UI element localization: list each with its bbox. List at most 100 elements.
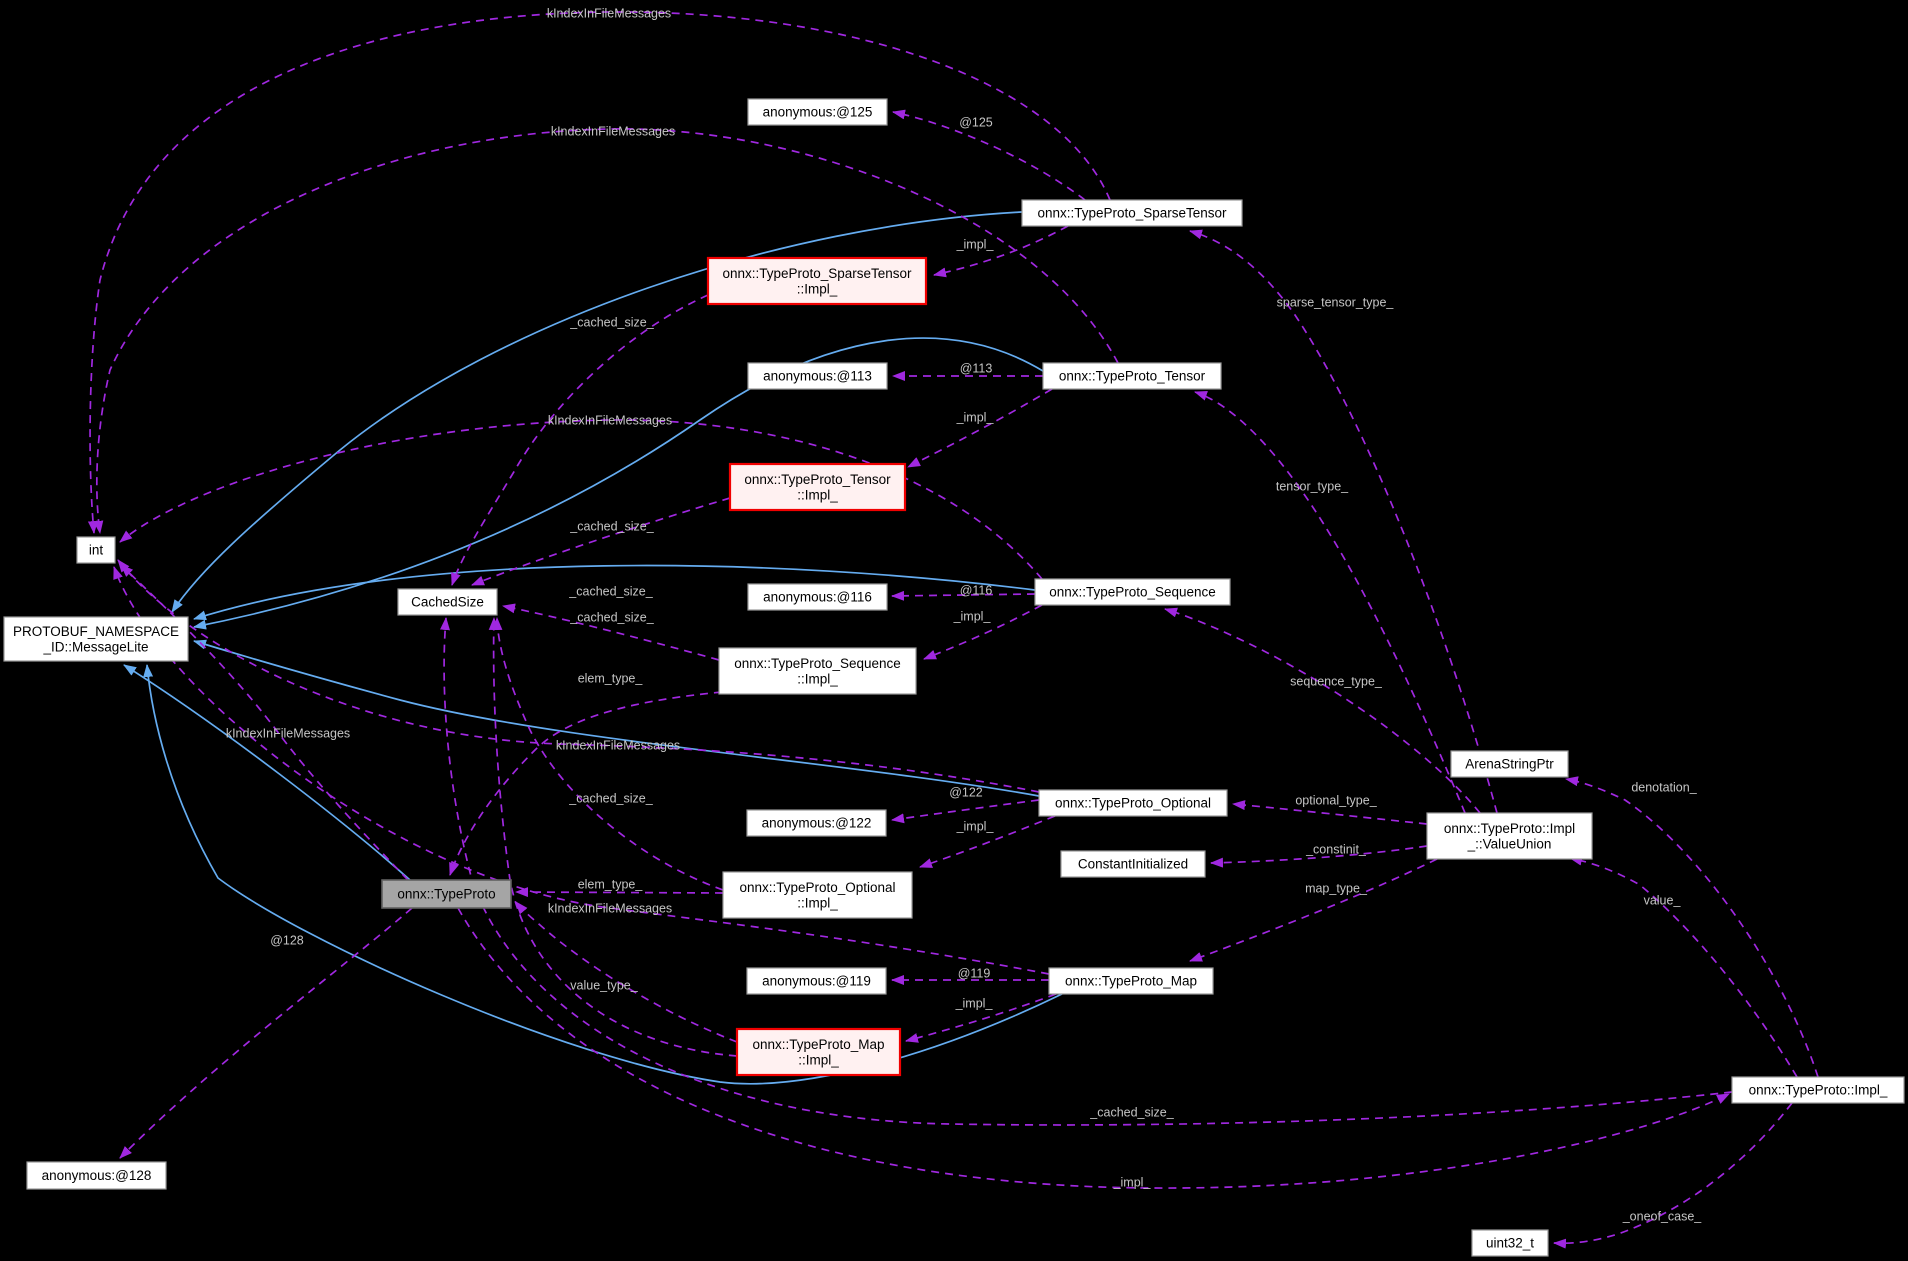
node-label: onnx::TypeProto_Optional bbox=[739, 880, 895, 895]
node-label: anonymous:@122 bbox=[762, 816, 872, 831]
node-label: onnx::TypeProto_Optional bbox=[1055, 796, 1211, 811]
node-messageLite[interactable]: PROTOBUF_NAMESPACE_ID::MessageLite bbox=[3, 616, 189, 662]
node-box bbox=[735, 1027, 902, 1077]
node-box bbox=[1038, 789, 1228, 817]
node-label: anonymous:@116 bbox=[763, 590, 872, 605]
edge-typeProto-int: kIndexInFileMessages bbox=[120, 564, 409, 881]
edge-label: map_type_ bbox=[1305, 882, 1368, 896]
edge-seqImpl-cachedSize: _cached_size_ bbox=[502, 585, 720, 661]
node-anon128[interactable]: anonymous:@128 bbox=[26, 1161, 167, 1190]
usage-edge-line bbox=[492, 617, 724, 891]
node-label: ::Impl_ bbox=[797, 281, 838, 296]
edge-optional-anon122: @122 bbox=[891, 786, 1040, 824]
edge-label: denotation_ bbox=[1631, 781, 1697, 795]
node-anon113[interactable]: anonymous:@113 bbox=[747, 362, 888, 390]
node-box bbox=[747, 98, 888, 126]
inheritance-edge-line bbox=[171, 211, 1023, 613]
node-label: _ID::MessageLite bbox=[42, 639, 148, 654]
edge-sequence-anon116: @116 bbox=[891, 584, 1036, 601]
node-tpImpl[interactable]: onnx::TypeProto::Impl_ bbox=[1731, 1076, 1905, 1104]
node-int[interactable]: int bbox=[76, 536, 116, 564]
node-seqImpl[interactable]: onnx::TypeProto_Sequence::Impl_ bbox=[718, 647, 917, 695]
edge-map-int: kIndexInFileMessages bbox=[113, 566, 1050, 975]
edge-label: elem_type_ bbox=[578, 878, 644, 892]
node-box bbox=[1731, 1076, 1905, 1104]
node-tensorImpl[interactable]: onnx::TypeProto_Tensor::Impl_ bbox=[728, 462, 907, 512]
node-anon125[interactable]: anonymous:@125 bbox=[747, 98, 888, 126]
edge-optional-int: kIndexInFileMessages bbox=[117, 559, 1040, 793]
edge-map-anon119: @119 bbox=[891, 967, 1049, 985]
usage-edge-line bbox=[919, 815, 1056, 868]
edge-label: elem_type_ bbox=[578, 672, 644, 686]
node-tensor[interactable]: onnx::TypeProto_Tensor bbox=[1042, 362, 1222, 390]
node-label: int bbox=[89, 543, 104, 558]
edge-optImpl-cachedSize: _cached_size_ bbox=[492, 617, 724, 891]
usage-edge-line bbox=[457, 907, 1730, 1189]
node-optImpl[interactable]: onnx::TypeProto_Optional::Impl_ bbox=[722, 871, 913, 919]
node-box bbox=[1471, 1229, 1549, 1257]
node-cachedSize[interactable]: CachedSize bbox=[397, 588, 498, 616]
edge-typeProto-tpImpl: _impl_ bbox=[457, 907, 1730, 1190]
node-constInit[interactable]: ConstantInitialized bbox=[1060, 850, 1206, 878]
edge-sparse-int: kIndexInFileMessages bbox=[87, 7, 1111, 534]
edge-label: kIndexInFileMessages bbox=[548, 902, 672, 916]
node-label: anonymous:@113 bbox=[763, 369, 872, 384]
node-anon119[interactable]: anonymous:@119 bbox=[746, 967, 887, 995]
node-valueUnion[interactable]: onnx::TypeProto::Impl_::ValueUnion bbox=[1426, 812, 1593, 860]
node-sequence[interactable]: onnx::TypeProto_Sequence bbox=[1034, 578, 1231, 606]
edge-label: _cached_size_ bbox=[569, 316, 654, 330]
edge-optImpl-typeProto: elem_type_ bbox=[515, 878, 724, 898]
edge-label: _cached_size_ bbox=[1089, 1106, 1174, 1120]
edge-label: kIndexInFileMessages bbox=[551, 125, 675, 139]
node-layer: anonymous:@125onnx::TypeProto_SparseTens… bbox=[3, 98, 1905, 1257]
usage-edge-line bbox=[891, 799, 1040, 824]
edge-label: _impl_ bbox=[956, 238, 995, 252]
edge-tpImpl-uint32: _oneof_case_ bbox=[1553, 1102, 1793, 1249]
node-label: onnx::TypeProto_Tensor bbox=[744, 472, 891, 487]
node-sparseImpl[interactable]: onnx::TypeProto_SparseTensor::Impl_ bbox=[706, 256, 928, 306]
edge-label: _cached_size_ bbox=[568, 792, 653, 806]
node-box bbox=[1048, 967, 1214, 995]
edge-label: @122 bbox=[949, 786, 983, 800]
edge-valueUnion-optional: optional_type_ bbox=[1232, 794, 1428, 825]
usage-edge-line bbox=[471, 497, 731, 586]
edge-label: _cached_size_ bbox=[569, 611, 654, 625]
usage-edge-line bbox=[515, 901, 738, 1043]
node-box bbox=[26, 1161, 167, 1190]
node-box bbox=[76, 536, 116, 564]
node-label: ::Impl_ bbox=[797, 895, 838, 910]
node-sparse[interactable]: onnx::TypeProto_SparseTensor bbox=[1021, 199, 1243, 227]
node-label: onnx::TypeProto::Impl_ bbox=[1749, 1083, 1888, 1098]
edge-optional-messageLite bbox=[193, 639, 1040, 797]
edge-label: _oneof_case_ bbox=[1622, 1210, 1703, 1224]
edge-tpImpl-valueUnion: value_ bbox=[1569, 855, 1798, 1078]
node-arenaStr[interactable]: ArenaStringPtr bbox=[1450, 750, 1569, 778]
node-box bbox=[747, 583, 888, 611]
node-mapImpl[interactable]: onnx::TypeProto_Map::Impl_ bbox=[735, 1027, 902, 1077]
edge-layer: @125kIndexInFileMessages_impl__cached_si… bbox=[87, 7, 1819, 1249]
node-uint32[interactable]: uint32_t bbox=[1471, 1229, 1549, 1257]
node-label: onnx::TypeProto_Tensor bbox=[1059, 369, 1206, 384]
usage-edge-line bbox=[451, 294, 709, 586]
node-label: anonymous:@119 bbox=[762, 974, 871, 989]
node-typeProto[interactable]: onnx::TypeProto bbox=[381, 879, 512, 909]
edge-tensor-int: kIndexInFileMessages bbox=[93, 125, 1119, 534]
node-anon116[interactable]: anonymous:@116 bbox=[747, 583, 888, 611]
node-optional[interactable]: onnx::TypeProto_Optional bbox=[1038, 789, 1228, 817]
edge-label: kIndexInFileMessages bbox=[547, 7, 671, 21]
node-label: ::Impl_ bbox=[798, 1052, 839, 1067]
node-label: onnx::TypeProto_Sequence bbox=[1049, 585, 1216, 600]
node-label: uint32_t bbox=[1486, 1236, 1534, 1251]
edge-label: value_ bbox=[1644, 894, 1682, 908]
node-label: onnx::TypeProto_Sequence bbox=[734, 656, 901, 671]
edge-mapImpl-typeProto: value_type_ bbox=[515, 901, 738, 1043]
edge-tensorImpl-cachedSize: _cached_size_ bbox=[471, 497, 731, 586]
node-box bbox=[718, 647, 917, 695]
node-map[interactable]: onnx::TypeProto_Map bbox=[1048, 967, 1214, 995]
usage-edge-line bbox=[1194, 391, 1466, 814]
node-anon122[interactable]: anonymous:@122 bbox=[746, 809, 887, 837]
node-box bbox=[1021, 199, 1243, 227]
node-box bbox=[397, 588, 498, 616]
